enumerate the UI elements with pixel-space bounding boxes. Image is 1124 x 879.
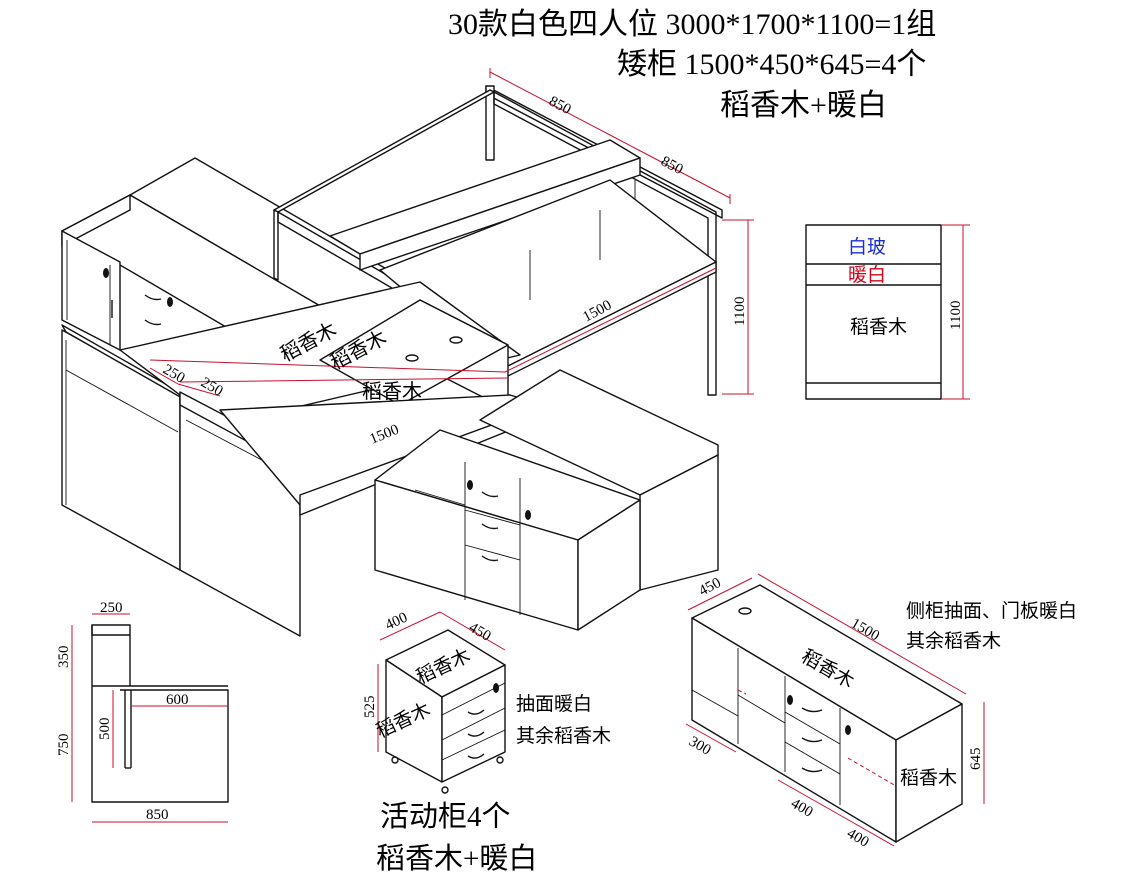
low-note-line-2: 其余稻香木	[906, 630, 1001, 652]
low-dim-height: 645	[968, 748, 984, 771]
section-view: 250 350 600 750 500 850	[56, 600, 229, 823]
low-note-line-1: 侧柜抽面、门板暖白	[906, 600, 1077, 622]
low-side-label: 稻香木	[900, 767, 957, 789]
section-upper-height: 350	[56, 646, 72, 669]
mobile-caption-line-1: 活动柜4个	[380, 800, 511, 833]
mobile-dim-height: 525	[362, 696, 378, 719]
section-top-width: 250	[100, 600, 123, 616]
side-panel-elevation: 白玻 暖白 稻香木 1100	[805, 224, 970, 400]
header-line-3: 稻香木+暖白	[720, 89, 887, 122]
ws-label-wood-3: 稻香木	[362, 379, 422, 403]
low-dim-door-width: 400	[844, 826, 871, 851]
mobile-note-line-1: 抽面暖白	[516, 693, 592, 715]
mobile-dim-width: 400	[383, 610, 410, 634]
section-desk-depth: 600	[166, 692, 189, 708]
dim-top-width-a: 850	[546, 93, 573, 118]
section-leg-height: 500	[97, 718, 113, 741]
low-cabinet: 450 1500 645 300 400 400 稻香木 稻香木	[685, 573, 985, 851]
mobile-note-line-2: 其余稻香木	[516, 725, 611, 747]
side-panel-height: 1100	[948, 301, 964, 330]
mobile-cabinet: 400 450 525 稻香木 稻香木	[362, 610, 506, 794]
dim-top-width-b: 850	[658, 153, 685, 178]
header-line-1: 30款白色四人位 3000*1700*1100=1组	[448, 8, 936, 41]
section-lower-height: 750	[56, 734, 72, 757]
header-line-2: 矮柜 1500*450*645=4个	[617, 48, 926, 81]
side-panel-wood-label: 稻香木	[850, 316, 907, 338]
workstation-drawing	[61, 85, 723, 637]
section-total-width: 850	[146, 807, 169, 823]
mobile-caption-line-2: 稻香木+暖白	[376, 842, 537, 875]
low-dim-depth: 450	[696, 575, 723, 600]
side-panel-glass-label: 白玻	[848, 236, 886, 258]
dim-height-1100: 1100	[732, 297, 748, 326]
side-panel-warm-label: 暖白	[848, 264, 886, 286]
